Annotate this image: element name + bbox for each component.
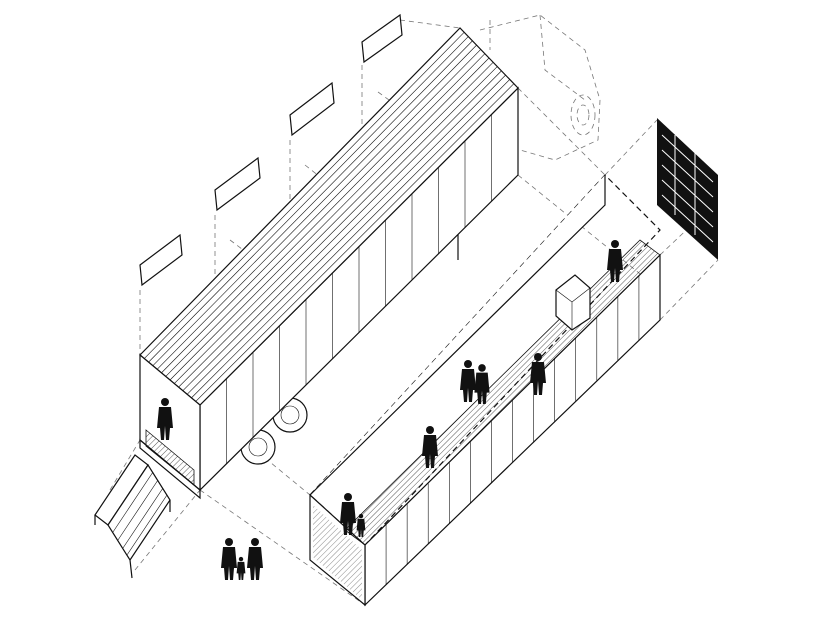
rib-line <box>144 32 465 359</box>
rib-line <box>178 66 498 388</box>
panel-2 <box>214 156 261 212</box>
floating-panels <box>139 13 403 287</box>
rib-line <box>174 62 494 384</box>
stairs <box>94 454 171 579</box>
panel-4 <box>361 13 403 64</box>
panel-3 <box>289 81 335 137</box>
visitor <box>460 360 476 402</box>
rib-line <box>169 57 490 381</box>
display-box <box>555 274 591 331</box>
trailer <box>139 27 519 500</box>
rib-line <box>161 49 481 374</box>
black-panel <box>657 118 718 260</box>
rib-line <box>182 70 502 391</box>
rib-line <box>195 83 515 402</box>
rib-line <box>165 53 486 377</box>
rib-line <box>191 79 510 399</box>
rib-line <box>186 74 506 395</box>
rib-line <box>156 44 477 370</box>
family-group <box>221 538 263 580</box>
truck-cab-ghost <box>479 14 601 161</box>
panel-1 <box>139 233 183 287</box>
back-wall <box>309 175 606 496</box>
rib-line <box>152 40 473 366</box>
exhibition-platform <box>309 174 661 607</box>
dashed-outline <box>309 174 661 546</box>
rib-line <box>148 36 469 363</box>
